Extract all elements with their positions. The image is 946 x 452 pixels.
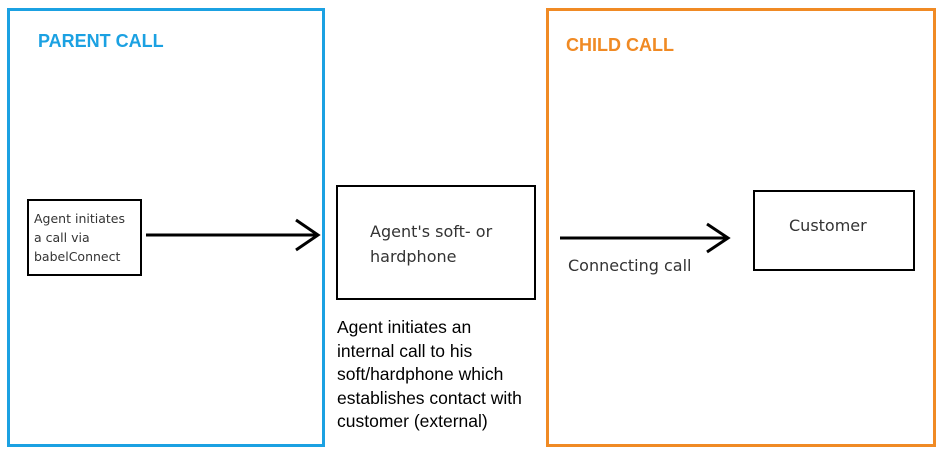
agent-node-line-2: a call via: [34, 230, 90, 245]
agent-to-phone-arrow: [146, 218, 321, 252]
customer-node: Customer: [753, 190, 915, 271]
internal-call-annotation: Agent initiates an internal call to his …: [337, 316, 522, 434]
child-call-title: CHILD CALL: [566, 35, 674, 55]
phone-to-customer-arrow: [560, 222, 731, 254]
agent-node-line-3: babelConnect: [34, 249, 121, 264]
phone-node-line-1: Agent's soft- or: [370, 222, 493, 241]
child-call-region: [546, 8, 936, 447]
parent-call-title: PARENT CALL: [38, 31, 164, 51]
annotation-line-5: customer (external): [337, 411, 488, 431]
agent-phone-node: Agent's soft- or hardphone: [336, 185, 536, 300]
agent-initiates-node: Agent initiates a call via babelConnect: [27, 199, 142, 276]
connecting-call-label: Connecting call: [568, 256, 692, 275]
phone-node-line-2: hardphone: [370, 247, 457, 266]
annotation-line-3: soft/hardphone which: [337, 364, 504, 384]
annotation-line-1: Agent initiates an: [337, 317, 472, 337]
customer-node-label: Customer: [789, 216, 867, 235]
agent-node-line-1: Agent initiates: [34, 211, 125, 226]
parent-call-region: [7, 8, 325, 447]
annotation-line-4: establishes contact with: [337, 387, 522, 408]
annotation-line-2: internal call to his: [337, 340, 473, 361]
